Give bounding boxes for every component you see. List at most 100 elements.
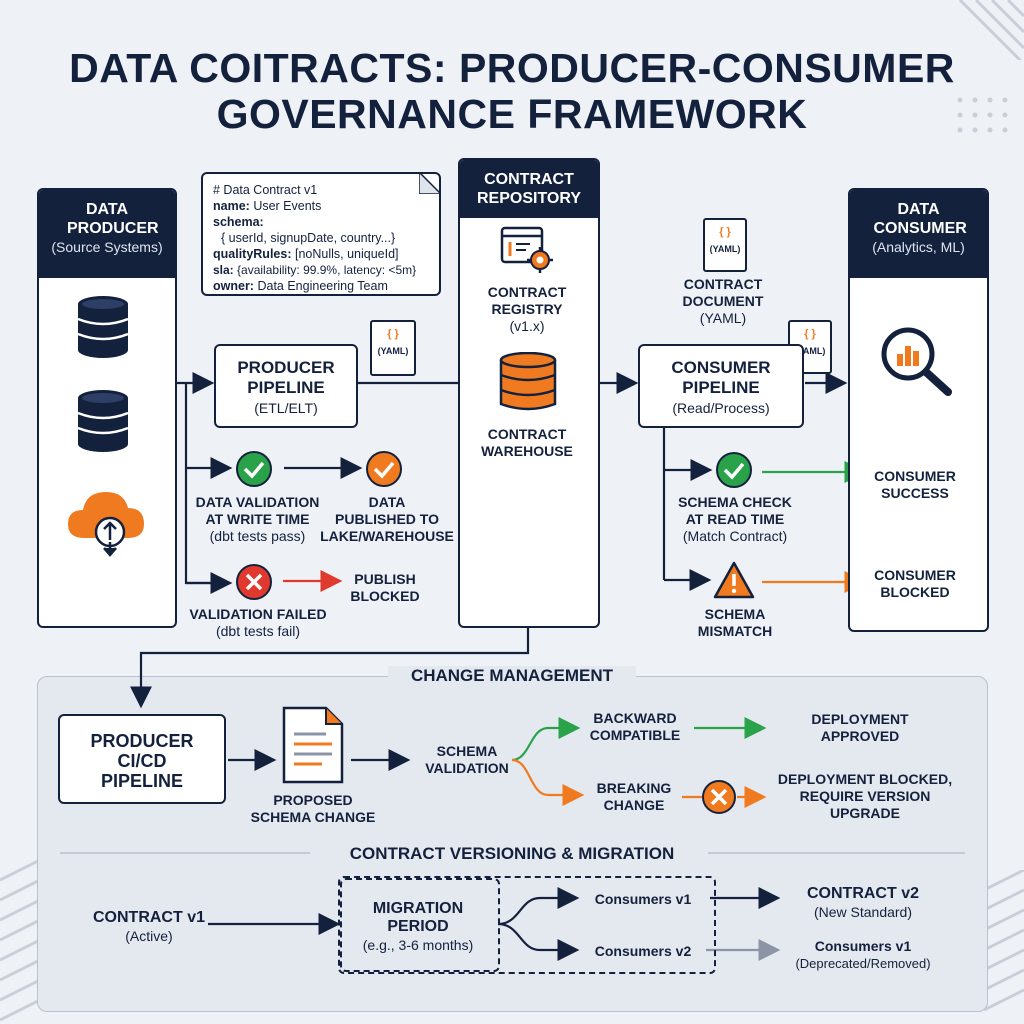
check-circle-icon — [716, 452, 752, 488]
data-published-line-3: LAKE/WAREHOUSE — [320, 528, 454, 544]
warning-triangle-icon — [713, 561, 755, 599]
schema-check-line-1: SCHEMA CHECK — [678, 494, 792, 510]
data-validation-line-1: DATA VALIDATION — [195, 494, 320, 510]
corner-hatch-decoration — [958, 0, 1024, 60]
cicd-line-2: CI/CD — [117, 751, 167, 771]
page-title-line-2: GOVERNANCE FRAMEWORK — [216, 91, 808, 137]
backward-line-1: BACKWARD — [593, 710, 677, 726]
consumer-blocked-label: CONSUMER BLOCKED — [855, 567, 975, 601]
consumers-v1-label: Consumers v1 — [594, 891, 692, 907]
contract-v2-sub: (New Standard) — [813, 904, 913, 920]
analytics-magnifier-icon — [881, 327, 952, 396]
migration-line-1: MIGRATION — [372, 900, 464, 917]
yaml-label: (YAML) — [794, 346, 826, 356]
data-validation-sub: (dbt tests pass) — [209, 528, 306, 544]
deprecated-sub: (Deprecated/Removed) — [795, 956, 931, 971]
proposed-schema-label: PROPOSED SCHEMA CHANGE — [238, 792, 388, 826]
contract-registry-line-1: CONTRACT — [487, 284, 567, 300]
consumer-blocked-line-2: BLOCKED — [880, 584, 950, 600]
contract-document-line-1: CONTRACT — [683, 276, 763, 292]
backward-compatible-label: BACKWARD COMPATIBLE — [576, 710, 694, 744]
contract-quality-value: [noNulls, uniqueId] — [294, 247, 399, 261]
corner-hatch-decoration — [984, 870, 1024, 1012]
producer-pipeline-box: PRODUCER PIPELINE (ETL/ELT) — [214, 344, 358, 428]
corner-dots-decoration — [957, 97, 1008, 133]
data-validation-label: DATA VALIDATION AT WRITE TIME (dbt tests… — [180, 494, 335, 545]
deployment-approved-label: DEPLOYMENT APPROVED — [770, 711, 950, 745]
cloud-upload-icon — [68, 492, 144, 557]
data-validation-line-2: AT WRITE TIME — [205, 511, 310, 527]
data-published-label: DATA PUBLISHED TO LAKE/WAREHOUSE — [313, 494, 461, 545]
data-producer-title: DATA PRODUCER — [67, 201, 159, 237]
data-consumer-subtitle: (Analytics, ML) — [872, 239, 965, 255]
contract-repository-header: CONTRACT REPOSITORY — [460, 160, 598, 218]
producer-pipeline-title-2: PIPELINE — [247, 378, 325, 397]
schema-document-icon — [282, 706, 344, 784]
yaml-label: (YAML) — [377, 346, 409, 356]
contract-sla-value: {availability: 99.9%, latency: <5m} — [237, 263, 417, 277]
publish-blocked-line-2: BLOCKED — [350, 588, 420, 604]
deprecated-title: Consumers v1 — [814, 938, 912, 954]
contract-quality-key: qualityRules: — [213, 247, 292, 261]
breaking-change-label: BREAKING CHANGE — [582, 780, 686, 814]
change-management-title: CHANGE MANAGEMENT — [388, 666, 636, 686]
consumer-pipeline-box: CONSUMER PIPELINE (Read/Process) — [638, 344, 804, 428]
data-contract-note: # Data Contract v1 name: User Events sch… — [201, 172, 441, 296]
contract-sla-key: sla: — [213, 263, 234, 277]
consumer-success-line-1: CONSUMER — [874, 468, 956, 484]
contract-registry-line-2: REGISTRY — [491, 301, 563, 317]
migration-period-box — [340, 878, 500, 972]
publish-blocked-label: PUBLISH BLOCKED — [345, 571, 425, 605]
approved-line-1: DEPLOYMENT — [811, 711, 909, 727]
producer-cicd-box: PRODUCER CI/CD PIPELINE — [58, 714, 226, 804]
consumers-v2-label: Consumers v2 — [594, 943, 692, 959]
producer-pipeline-subtitle: (ETL/ELT) — [254, 400, 318, 416]
data-published-line-2: PUBLISHED TO — [335, 511, 439, 527]
data-published-line-1: DATA — [368, 494, 406, 510]
yaml-brace: { } — [387, 328, 399, 340]
cicd-line-3: PIPELINE — [100, 771, 184, 791]
check-circle-icon — [236, 451, 272, 487]
versioning-title: CONTRACT VERSIONING & MIGRATION — [318, 844, 706, 864]
consumer-pipeline-title-2: PIPELINE — [682, 378, 760, 397]
migration-period-label: MIGRATION PERIOD (e.g., 3-6 months) — [342, 900, 494, 954]
schema-check-line-2: AT READ TIME — [685, 511, 785, 527]
schema-check-sub: (Match Contract) — [682, 528, 788, 544]
proposed-line-2: SCHEMA CHANGE — [250, 809, 376, 825]
data-producer-header: DATA PRODUCER (Source Systems) — [39, 190, 175, 278]
data-consumer-header: DATA CONSUMER (Analytics, ML) — [850, 190, 987, 278]
schema-check-label: SCHEMA CHECK AT READ TIME (Match Contrac… — [660, 494, 810, 545]
contract-schema-value: { userId, signupDate, country...} — [221, 231, 396, 245]
yaml-brace: { } — [804, 328, 816, 340]
breaking-line-1: BREAKING — [596, 780, 672, 796]
contract-v1-title: CONTRACT v1 — [92, 909, 205, 926]
schema-mismatch-line-2: MISMATCH — [697, 623, 773, 639]
contract-warehouse-line-1: CONTRACT — [487, 426, 567, 442]
contract-name-value: User Events — [253, 199, 322, 213]
page-title-line-1: DATA COITRACTS: PRODUCER-CONSUMER — [69, 45, 955, 91]
deprecated-consumers-label: Consumers v1 (Deprecated/Removed) — [776, 938, 950, 972]
yaml-document-icon: { } (YAML) — [703, 218, 747, 272]
schema-validation-label: SCHEMA VALIDATION — [412, 743, 522, 777]
contract-document-label: CONTRACT DOCUMENT (YAML) — [655, 276, 791, 327]
blocked-line-1: DEPLOYMENT BLOCKED, — [777, 771, 953, 787]
producer-pipeline-title-1: PRODUCER — [237, 358, 335, 377]
deployment-blocked-label: DEPLOYMENT BLOCKED, REQUIRE VERSION UPGR… — [762, 771, 968, 822]
database-icon — [77, 296, 129, 358]
yaml-document-icon: { } (YAML) — [370, 320, 416, 376]
contract-warehouse-label: CONTRACT WAREHOUSE — [460, 426, 594, 460]
schema-validation-line-2: VALIDATION — [425, 760, 509, 776]
backward-line-2: COMPATIBLE — [589, 727, 681, 743]
contract-v1-sub: (Active) — [125, 928, 173, 944]
migration-line-2: PERIOD — [387, 918, 449, 935]
migration-zone — [338, 876, 716, 974]
contract-document-line-2: DOCUMENT — [682, 293, 764, 309]
contract-registry-label: CONTRACT REGISTRY (v1.x) — [460, 284, 594, 335]
contract-owner-value: Data Engineering Team — [257, 279, 388, 293]
schema-validation-line-1: SCHEMA — [436, 743, 498, 759]
consumer-pipeline-title-1: CONSUMER — [671, 358, 771, 377]
contract-sla-line: sla: {availability: 99.9%, latency: <5m} — [213, 262, 429, 278]
consumer-blocked-line-1: CONSUMER — [874, 567, 956, 583]
contract-document-line-3: (YAML) — [699, 310, 747, 326]
corner-hatch-decoration — [0, 860, 40, 1022]
